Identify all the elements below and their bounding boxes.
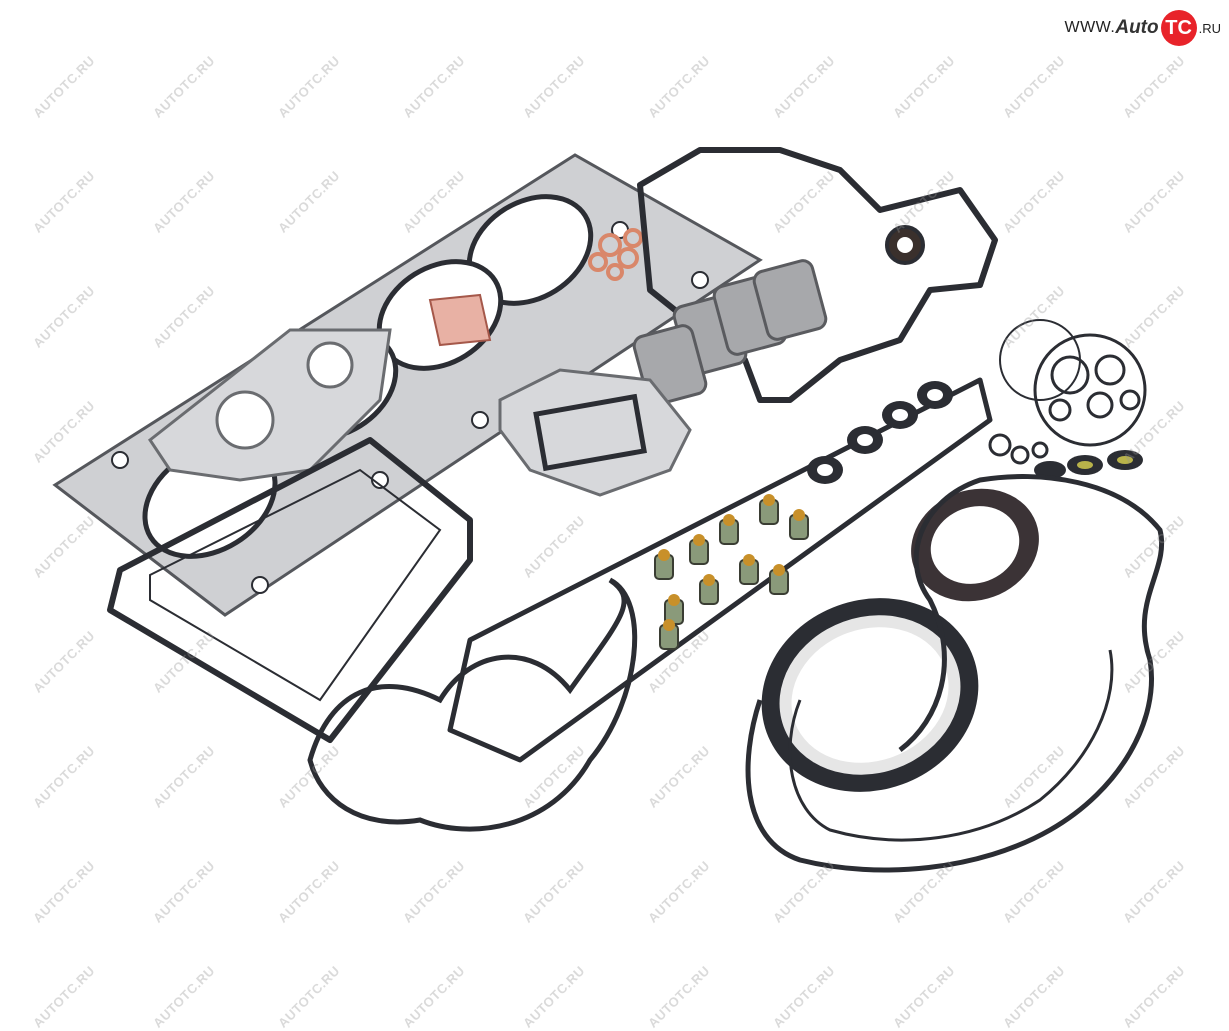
intake-gasket [307,577,638,832]
seal-rings-row [807,381,953,484]
rear-cover-gasket [745,474,1164,873]
crankshaft-seal-front [911,488,1039,602]
logo-badge-icon: TC [1160,10,1197,46]
logo-name: Auto [1115,17,1159,38]
logo-tld: .RU [1198,20,1221,36]
copper-washers [428,228,643,347]
valve-stem-seals [654,494,809,650]
oil-pan-gasket [107,437,473,743]
logo-prefix: WWW. [1064,19,1116,36]
crankshaft-seal-rear [761,598,979,792]
sealing-washers [1034,450,1143,479]
manifold-gasket [147,328,392,482]
pump-gasket [498,368,692,497]
site-logo[interactable]: WWW. Auto TC .RU [1064,8,1221,48]
o-ring-set [988,319,1147,465]
